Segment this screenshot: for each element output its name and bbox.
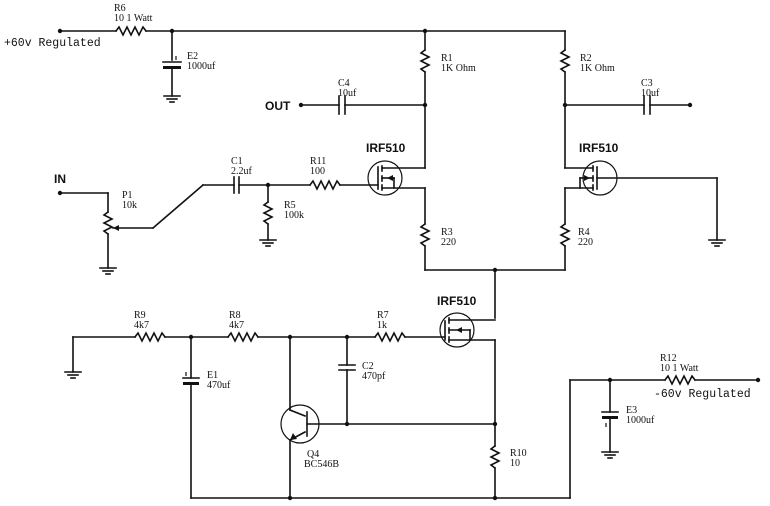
r7-value: 1k bbox=[377, 320, 387, 331]
r6-value: 10 1 Watt bbox=[114, 13, 153, 24]
resistor-r12 bbox=[663, 374, 697, 386]
r1-value: 1K Ohm bbox=[441, 63, 476, 74]
r3-ref: R3 bbox=[441, 227, 453, 238]
q2-ref: IRF510 bbox=[579, 141, 619, 155]
r5-value: 100k bbox=[284, 210, 304, 221]
e1-value: 470uf bbox=[207, 380, 231, 391]
q1-ref: IRF510 bbox=[366, 141, 406, 155]
r3-value: 220 bbox=[441, 237, 456, 248]
out-port-label: OUT bbox=[265, 99, 291, 113]
resistor-r10 bbox=[489, 444, 501, 499]
r2-value: 1K Ohm bbox=[580, 63, 615, 74]
resistor-r11 bbox=[308, 179, 379, 191]
capacitor-c2 bbox=[338, 336, 356, 427]
positive-rail-label: +60v Regulated bbox=[4, 37, 101, 50]
capacitor-e1 bbox=[182, 336, 200, 499]
e2-value: 1000uf bbox=[187, 61, 216, 72]
capacitor-c3 bbox=[564, 95, 693, 115]
p1-ref: P1 bbox=[122, 190, 133, 201]
source-line-q3 bbox=[492, 339, 498, 447]
mosfet-q1 bbox=[367, 160, 426, 196]
in-port-label: IN bbox=[54, 172, 66, 186]
e1-ref: E1 bbox=[207, 370, 218, 381]
negative-rail-label: -60v Regulated bbox=[654, 388, 751, 401]
r10-value: 10 bbox=[510, 458, 520, 469]
e3-ref: E3 bbox=[626, 405, 637, 416]
c4-value: 10uf bbox=[338, 88, 357, 99]
c3-ref: C3 bbox=[641, 78, 653, 89]
r1-ref: R1 bbox=[441, 53, 453, 64]
capacitor-e2 bbox=[162, 30, 182, 103]
negative-rail bbox=[190, 377, 761, 501]
ground-q2-gate bbox=[708, 177, 726, 247]
bjt-q4 bbox=[280, 336, 496, 499]
potentiometer-p1 bbox=[59, 183, 205, 275]
r9-ref: R9 bbox=[134, 310, 146, 321]
c1-value: 2.2uf bbox=[231, 166, 253, 177]
resistor-r2 bbox=[559, 30, 571, 169]
resistor-r5 bbox=[259, 184, 277, 247]
r11-ref: R11 bbox=[310, 156, 326, 167]
resistor-r8 bbox=[226, 331, 376, 343]
e2-ref: E2 bbox=[187, 51, 198, 62]
r8-ref: R8 bbox=[229, 310, 241, 321]
c4-ref: C4 bbox=[338, 78, 350, 89]
capacitor-c1 bbox=[202, 176, 311, 194]
resistor-r7 bbox=[373, 331, 446, 343]
capacitor-c4 bbox=[300, 95, 426, 115]
r7-ref: R7 bbox=[377, 310, 389, 321]
resistor-r1 bbox=[419, 30, 431, 169]
mosfet-q3 bbox=[439, 312, 496, 348]
r10-ref: R10 bbox=[510, 448, 527, 459]
q4-value: BC546B bbox=[304, 459, 339, 470]
e3-value: 1000uf bbox=[626, 415, 655, 426]
c1-ref: C1 bbox=[231, 156, 243, 167]
r6-ref: R6 bbox=[114, 3, 126, 14]
r9-value: 4k7 bbox=[134, 320, 149, 331]
q4-ref: Q4 bbox=[307, 449, 319, 460]
r5-ref: R5 bbox=[284, 200, 296, 211]
r4-ref: R4 bbox=[578, 227, 590, 238]
r12-ref: R12 bbox=[660, 353, 677, 364]
resistor-r6 bbox=[114, 25, 148, 37]
resistor-r3 bbox=[419, 187, 431, 271]
r2-ref: R2 bbox=[580, 53, 592, 64]
r11-value: 100 bbox=[310, 166, 325, 177]
c2-value: 470pf bbox=[362, 371, 386, 382]
q3-ref: IRF510 bbox=[437, 294, 477, 308]
r4-value: 220 bbox=[578, 237, 593, 248]
c2-ref: C2 bbox=[362, 361, 374, 372]
tail-node bbox=[424, 267, 566, 319]
r8-value: 4k7 bbox=[229, 320, 244, 331]
r12-value: 10 1 Watt bbox=[660, 363, 699, 374]
resistor-r9 bbox=[133, 331, 229, 343]
mosfet-q2 bbox=[564, 160, 718, 196]
ground-r9 bbox=[64, 336, 136, 379]
capacitor-e3 bbox=[601, 379, 619, 459]
resistor-r4 bbox=[559, 187, 571, 271]
c3-value: 10uf bbox=[641, 88, 660, 99]
p1-value: 10k bbox=[122, 200, 137, 211]
